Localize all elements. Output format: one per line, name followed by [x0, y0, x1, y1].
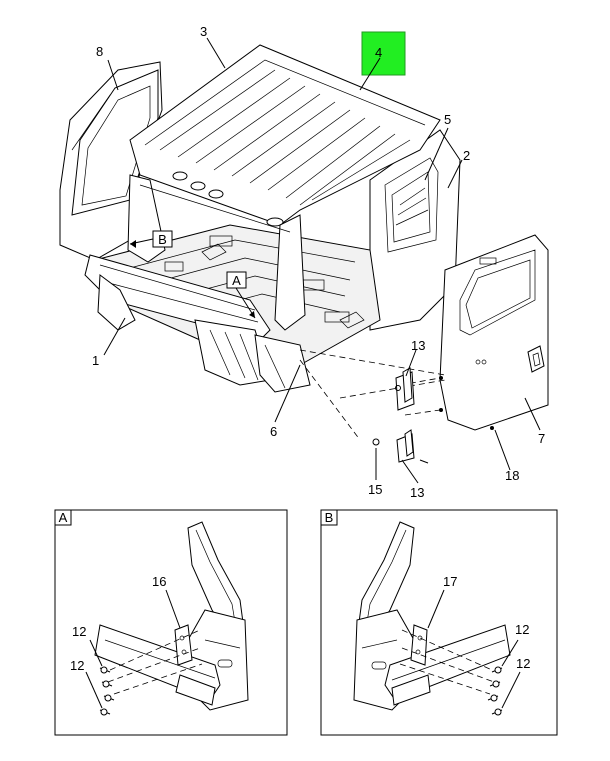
leader-lines — [103, 37, 541, 484]
detail-a-callout-16: 16 — [152, 574, 166, 589]
detail-b-callout-12-lower: 12 — [516, 656, 530, 671]
hinge-group — [299, 349, 494, 464]
callout-2: 2 — [463, 148, 470, 163]
detail-b-callout-17: 17 — [443, 574, 457, 589]
callout-1: 1 — [92, 353, 99, 368]
callout-labels: 3 4 8 5 2 1 6 7 13 15 13 18 — [92, 24, 545, 500]
callout-15: 15 — [368, 482, 382, 497]
highlight-box — [361, 31, 406, 76]
callout-5: 5 — [444, 112, 451, 127]
callout-4: 4 — [375, 45, 382, 60]
ref-label-b: B — [158, 232, 167, 247]
detail-a-callout-12-upper: 12 — [72, 624, 86, 639]
detail-b-label: B — [325, 510, 334, 525]
callout-18: 18 — [505, 468, 519, 483]
detail-b-panel: B 17 12 12 — [320, 509, 558, 736]
callout-13-lower: 13 — [410, 485, 424, 500]
detail-a-label: A — [59, 510, 68, 525]
callout-13-upper: 13 — [411, 338, 425, 353]
detail-b-callout-12-upper: 12 — [515, 622, 529, 637]
ref-label-a: A — [232, 273, 241, 288]
door-assembly — [439, 234, 549, 431]
callout-3: 3 — [200, 24, 207, 39]
cab-assembly: B A — [59, 44, 461, 393]
detail-a-panel: A 16 12 12 — [54, 509, 288, 736]
callout-6: 6 — [270, 424, 277, 439]
callout-8: 8 — [96, 44, 103, 59]
detail-a-callout-12-lower: 12 — [70, 658, 84, 673]
callout-7: 7 — [538, 431, 545, 446]
